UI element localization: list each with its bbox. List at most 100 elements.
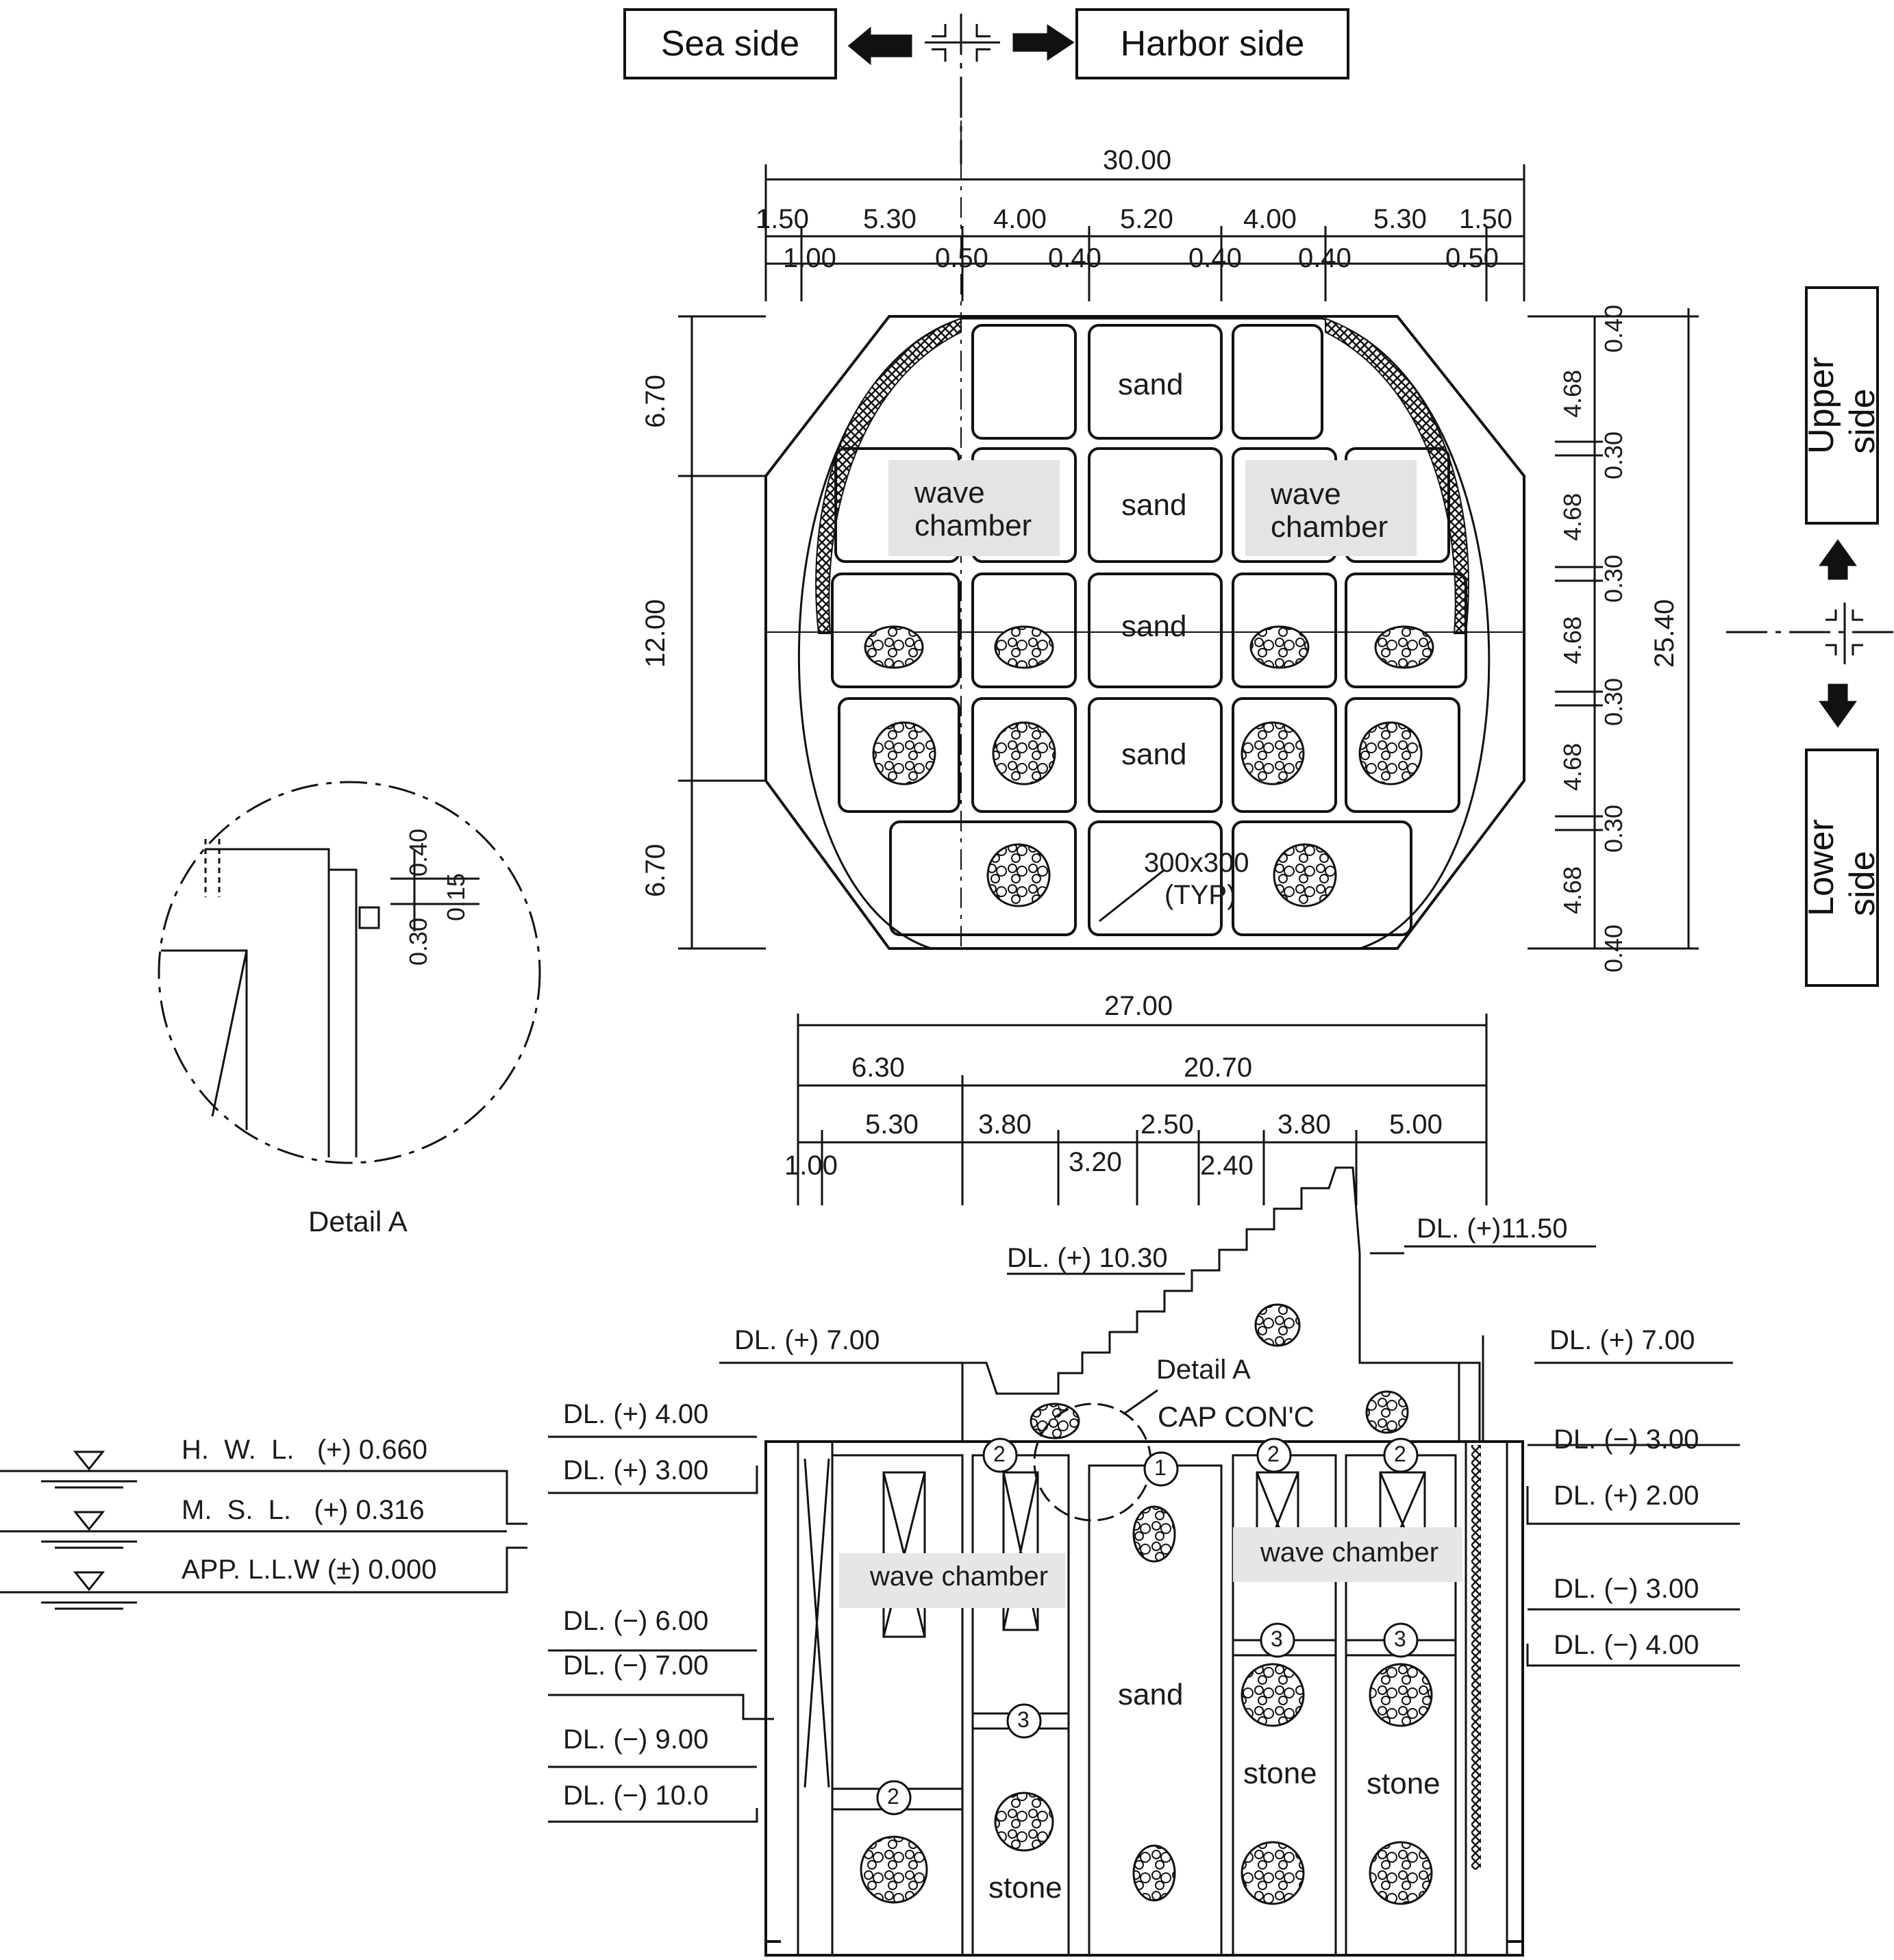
- section-wave-chamber-right: wave chamber: [1260, 1537, 1439, 1568]
- level-top-10-30: DL. (+) 10.30: [1007, 1243, 1168, 1273]
- section-dim-5-30: 5.30: [865, 1109, 919, 1140]
- plan-sub-dim-2: 0.50: [935, 243, 988, 273]
- marker-2-c: 2: [1394, 1442, 1406, 1466]
- section-stone-2: stone: [1243, 1757, 1317, 1790]
- marker-3-c: 3: [1394, 1626, 1406, 1651]
- marker-3-b: 3: [1271, 1626, 1283, 1651]
- plan-right-dim-2: 4.68: [1558, 369, 1586, 418]
- section-dimension-lines: [797, 1014, 1488, 1205]
- plan-right-dim-10: 4.68: [1558, 866, 1586, 914]
- detail-a-title: Detail A: [308, 1205, 408, 1237]
- level-right-minus-4: DL. (−) 4.00: [1554, 1630, 1699, 1660]
- section-sand: sand: [1118, 1678, 1184, 1711]
- plan-left-dim-1: 6.70: [640, 375, 671, 428]
- plan-top-dim-2: 5.30: [863, 204, 917, 234]
- marker-2-a: 2: [993, 1442, 1006, 1466]
- plan-right-dim-8: 4.68: [1558, 742, 1586, 791]
- level-left-plus-4: DL. (+) 4.00: [563, 1399, 709, 1429]
- sea-side-label: Sea side: [660, 24, 800, 64]
- plan-top-dim-5: 4.00: [1243, 204, 1297, 234]
- plan-overall-height: 25.40: [1649, 599, 1680, 668]
- plan-overall-width: 30.00: [1103, 145, 1172, 175]
- plan-left-dim-3: 6.70: [640, 844, 671, 897]
- water-level-msl: M. S. L. (+) 0.316: [182, 1495, 425, 1525]
- level-left-minus-6: DL. (−) 6.00: [563, 1606, 709, 1636]
- section-cap-concrete: CAP CON'C: [1158, 1400, 1314, 1433]
- plan-hole-size: 300x300: [1144, 848, 1249, 878]
- section-stone-3: stone: [1367, 1767, 1441, 1800]
- plan-top-dim-7: 1.50: [1459, 204, 1512, 234]
- plan-left-dim-2: 12.00: [640, 599, 671, 668]
- section-stone-1: stone: [988, 1871, 1062, 1905]
- plan-hole-typ: (TYP): [1164, 880, 1236, 910]
- plan-top-dim-4: 5.20: [1120, 204, 1173, 234]
- section-wave-chamber-left: wave chamber: [870, 1561, 1049, 1592]
- upper-side-label-box: Upper side: [1802, 286, 1882, 525]
- section-dim-6-30: 6.30: [851, 1053, 905, 1083]
- plan-sub-dim-1: 1.00: [783, 243, 836, 273]
- sea-side-label-box: Sea side: [623, 8, 837, 79]
- harbor-side-label-box: Harbor side: [1075, 8, 1349, 79]
- plan-right-dim-6: 4.68: [1558, 616, 1586, 664]
- section-dim-20-70: 20.70: [1184, 1053, 1253, 1083]
- plan-top-dim-6: 5.30: [1373, 204, 1427, 234]
- sea-harbor-axis-symbol: [847, 14, 1075, 164]
- plan-wave-left: wave: [914, 476, 985, 510]
- plan-right-dim-9: 0.30: [1599, 804, 1628, 853]
- level-right-plus-2: DL. (+) 2.00: [1554, 1481, 1699, 1511]
- level-right-minus-3-b: DL. (−) 3.00: [1554, 1574, 1699, 1604]
- marker-1: 1: [1154, 1455, 1167, 1480]
- plan-chamber-left: chamber: [914, 509, 1032, 542]
- plan-top-dim-1: 1.50: [756, 204, 809, 234]
- plan-chamber-right: chamber: [1271, 510, 1388, 544]
- level-left-plus-3: DL. (+) 3.00: [563, 1455, 709, 1485]
- plan-sub-dim-6: 0.50: [1445, 243, 1499, 273]
- harbor-side-label: Harbor side: [1120, 24, 1305, 64]
- upper-lower-axis-symbol: [1726, 539, 1894, 728]
- section-dim-2-40: 2.40: [1200, 1151, 1254, 1181]
- level-left-plus-7: DL. (+) 7.00: [734, 1325, 880, 1355]
- section-dim-5-00: 5.00: [1389, 1109, 1443, 1140]
- plan-cell-sand-2: sand: [1121, 488, 1187, 522]
- detail-dim-0-40: 0.40: [404, 828, 432, 877]
- level-left-minus-7: DL. (−) 7.00: [563, 1650, 709, 1681]
- water-level-hwl: H. W. L. (+) 0.660: [182, 1435, 428, 1465]
- section-overall-width: 27.00: [1104, 991, 1173, 1021]
- plan-cell-sand-1: sand: [1118, 368, 1184, 401]
- plan-right-dim-11: 0.40: [1599, 924, 1628, 972]
- detail-dim-0-30: 0.30: [404, 917, 432, 966]
- section-dim-3-20: 3.20: [1069, 1147, 1122, 1177]
- plan-top-dim-3: 4.00: [993, 204, 1047, 234]
- level-right-minus-3-a: DL. (−) 3.00: [1554, 1424, 1699, 1455]
- detail-dim-0-15: 0.15: [442, 872, 470, 921]
- section-dim-1-00: 1.00: [784, 1151, 838, 1181]
- marker-3-a: 3: [1017, 1707, 1030, 1732]
- section-dim-3-80-a: 3.80: [978, 1109, 1032, 1140]
- section-view: [0, 1166, 1740, 1957]
- plan-sub-dim-4: 0.40: [1188, 243, 1242, 273]
- section-dim-3-80-b: 3.80: [1278, 1109, 1331, 1140]
- plan-sub-dim-5: 0.40: [1298, 243, 1351, 273]
- level-top-11-50: DL. (+)11.50: [1417, 1214, 1568, 1244]
- section-detail-a-ref: Detail A: [1156, 1355, 1251, 1385]
- marker-2-b: 2: [1267, 1442, 1280, 1466]
- plan-cell-sand-3: sand: [1121, 610, 1187, 643]
- marker-2-d: 2: [887, 1784, 899, 1809]
- plan-right-dim-4: 4.68: [1558, 492, 1586, 541]
- lower-side-label-box: Lower side: [1802, 749, 1882, 987]
- plan-right-dim-3: 0.30: [1599, 431, 1628, 479]
- plan-right-dim-7: 0.30: [1599, 677, 1628, 726]
- plan-sub-dim-3: 0.40: [1048, 243, 1101, 273]
- level-left-minus-10: DL. (−) 10.0: [563, 1781, 709, 1811]
- plan-view: [678, 82, 1699, 950]
- plan-cell-sand-4: sand: [1121, 738, 1187, 771]
- plan-wave-right: wave: [1271, 477, 1341, 511]
- level-left-minus-9: DL. (−) 9.00: [563, 1724, 709, 1755]
- level-right-plus-7: DL. (+) 7.00: [1549, 1325, 1695, 1355]
- detail-a-circle: [158, 781, 541, 1164]
- water-level-llw: APP. L.L.W (±) 0.000: [182, 1555, 437, 1585]
- plan-right-dim-5: 0.30: [1599, 554, 1628, 603]
- section-dim-2-50: 2.50: [1141, 1109, 1194, 1140]
